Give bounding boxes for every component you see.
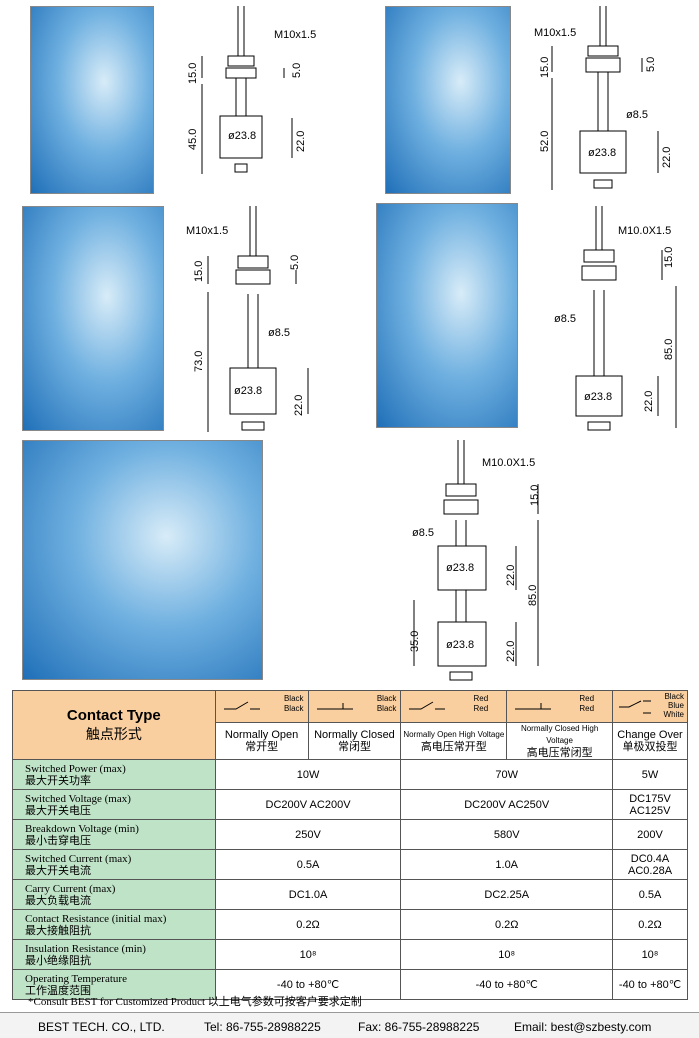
wire-color: Blue bbox=[667, 701, 684, 710]
product-photo-5 bbox=[22, 440, 263, 680]
spec-table: Contact Type 触点形式 Black Black Black Blac… bbox=[12, 690, 688, 1000]
dim-float-dia: ø23.8 bbox=[588, 147, 616, 159]
dim-stem: ø8.5 bbox=[268, 327, 290, 339]
dim-length: 85.0 bbox=[527, 585, 539, 606]
dim-thread: M10x1.5 bbox=[534, 27, 576, 39]
wire-color: Red bbox=[473, 694, 489, 703]
tel: Tel: 86-755-28988225 bbox=[204, 1020, 321, 1034]
dim-length: 73.0 bbox=[193, 351, 205, 372]
table-row: Insulation Resistance (min)最小绝缘阻抗 10⁸ 10… bbox=[12, 939, 688, 970]
wire-color: Black bbox=[283, 694, 304, 703]
dim-thread: M10.0X1.5 bbox=[482, 457, 535, 469]
switch-label-no-hv: Normally Open High Voltage 高电压常开型 bbox=[400, 722, 508, 760]
dim-nut: 5.0 bbox=[291, 63, 303, 78]
switch-symbol-no-hv: Red Red bbox=[400, 690, 508, 723]
dim-float-h-lower: 22.0 bbox=[505, 641, 517, 662]
dim-thread: M10x1.5 bbox=[186, 225, 228, 237]
wire-color: Red bbox=[579, 704, 595, 713]
table-row: Breakdown Voltage (min)最小击穿电压 250V 580V … bbox=[12, 819, 688, 850]
dim-float-h: 22.0 bbox=[643, 391, 655, 412]
dim-top: 15.0 bbox=[529, 485, 541, 506]
dim-lower: 35.0 bbox=[409, 631, 421, 652]
product-photo-1 bbox=[30, 6, 154, 194]
dim-float-dia-lower: ø23.8 bbox=[446, 639, 474, 651]
dim-float-h: 22.0 bbox=[295, 131, 307, 152]
drawing-1: M10x1.5 15.0 5.0 45.0 ø23.8 22.0 bbox=[187, 6, 316, 174]
switch-label-co: Change Over 单极双投型 bbox=[612, 722, 688, 760]
product-photo-4 bbox=[376, 203, 518, 428]
switch-label-nc: Normally Closed 常闭型 bbox=[307, 722, 402, 760]
switch-symbol-nc-hv: Red Red bbox=[506, 690, 614, 723]
table-row: Contact Resistance (initial max)最大接触阻抗 0… bbox=[12, 909, 688, 940]
drawing-3: M10x1.5 15.0 5.0 73.0 ø8.5 ø23.8 22.0 bbox=[186, 206, 309, 432]
table-row: Switched Power (max)最大开关功率 10W 70W 5W bbox=[12, 759, 688, 790]
table-row: Carry Current (max)最大负载电流 DC1.0A DC2.25A… bbox=[12, 879, 688, 910]
dim-float-dia: ø23.8 bbox=[584, 391, 612, 403]
dim-float-h: 22.0 bbox=[293, 395, 305, 416]
dim-top: 15.0 bbox=[187, 63, 199, 84]
dim-stem: ø8.5 bbox=[554, 313, 576, 325]
contact-type-header: Contact Type 触点形式 bbox=[12, 690, 216, 760]
footer-note: *Consult BEST for Customized Product 以上电… bbox=[28, 996, 362, 1008]
dim-nut: 5.0 bbox=[289, 255, 301, 270]
table-row: Switched Voltage (max)最大开关电压 DC200V AC20… bbox=[12, 789, 688, 820]
table-row: Switched Current (max)最大开关电流 0.5A 1.0A D… bbox=[12, 849, 688, 880]
drawing-5: M10.0X1.5 15.0 85.0 ø8.5 ø23.8 22.0 35.0… bbox=[409, 440, 541, 681]
wire-color: Red bbox=[579, 694, 595, 703]
switch-label-no: Normally Open 常开型 bbox=[214, 722, 309, 760]
wire-color: Red bbox=[473, 704, 489, 713]
footer-bar: BEST TECH. CO., LTD. Tel: 86-755-2898822… bbox=[0, 1012, 699, 1038]
dim-float-h-upper: 22.0 bbox=[505, 565, 517, 586]
dim-float-dia-upper: ø23.8 bbox=[446, 562, 474, 574]
dim-stem: ø8.5 bbox=[412, 527, 434, 539]
fax: Fax: 86-755-28988225 bbox=[358, 1020, 480, 1034]
wire-color: Black bbox=[376, 704, 397, 713]
wire-color: Black bbox=[376, 694, 397, 703]
dim-length: 85.0 bbox=[663, 339, 675, 360]
switch-symbol-co: Black Blue White bbox=[612, 690, 688, 723]
dim-stem: ø8.5 bbox=[626, 109, 648, 121]
wire-color: Black bbox=[664, 692, 684, 701]
company-name: BEST TECH. CO., LTD. bbox=[38, 1020, 165, 1034]
dim-float-h: 22.0 bbox=[661, 147, 673, 168]
dim-thread: M10x1.5 bbox=[274, 29, 316, 41]
email[interactable]: Email: best@szbesty.com bbox=[514, 1020, 652, 1034]
switch-label-nc-hv: Normally Closed High Voltage 高电压常闭型 bbox=[506, 722, 614, 760]
switch-symbol-nc: Black Black bbox=[307, 690, 402, 723]
dim-length: 52.0 bbox=[539, 131, 551, 152]
drawing-2: M10x1.5 15.0 5.0 52.0 ø8.5 ø23.8 22.0 bbox=[534, 6, 673, 190]
dim-length: 45.0 bbox=[187, 129, 199, 150]
dim-thread: M10.0X1.5 bbox=[618, 225, 671, 237]
switch-symbol-no: Black Black bbox=[214, 690, 309, 723]
product-photo-2 bbox=[385, 6, 511, 194]
dim-top: 15.0 bbox=[663, 247, 675, 268]
contact-type-title: Contact Type bbox=[66, 706, 161, 724]
dim-float-dia: ø23.8 bbox=[234, 385, 262, 397]
dim-nut: 5.0 bbox=[645, 57, 657, 72]
drawing-4: M10.0X1.5 15.0 85.0 ø8.5 ø23.8 22.0 bbox=[554, 206, 677, 431]
dim-float-dia: ø23.8 bbox=[228, 130, 256, 142]
wire-color: White bbox=[663, 710, 684, 719]
dim-top: 15.0 bbox=[539, 57, 551, 78]
dim-top: 15.0 bbox=[193, 261, 205, 282]
contact-type-title-cn: 触点形式 bbox=[85, 725, 142, 742]
product-photo-3 bbox=[22, 206, 164, 431]
wire-color: Black bbox=[283, 704, 304, 713]
